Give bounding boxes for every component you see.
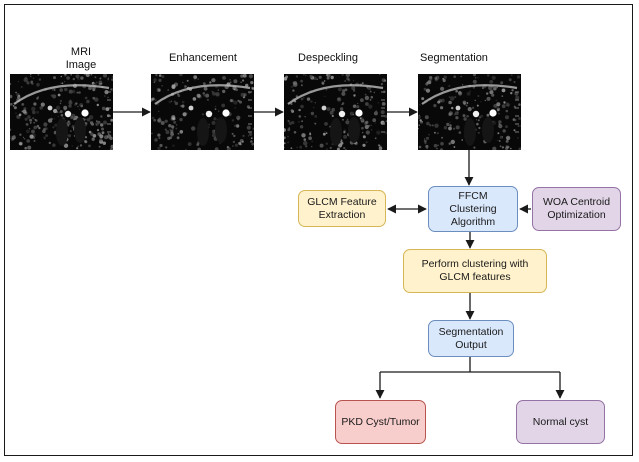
perform-clustering-box: Perform clustering with GLCM features — [403, 249, 547, 293]
mri-image — [10, 74, 113, 150]
diagram-frame — [4, 4, 633, 456]
pkd-cyst-tumor-box: PKD Cyst/Tumor — [335, 400, 426, 444]
enhanced-image — [151, 74, 254, 150]
glcm-feature-extraction-box: GLCM Feature Extraction — [298, 190, 386, 227]
woa-centroid-optimization-box: WOA Centroid Optimization — [532, 187, 621, 231]
stage-label-segmentation: Segmentation — [420, 52, 488, 64]
segmentation-output-box: Segmentation Output — [428, 320, 514, 357]
despeckled-image — [284, 74, 387, 150]
stage-label-despeckling: Despeckling — [298, 52, 358, 64]
ffcm-clustering-box: FFCM Clustering Algorithm — [428, 186, 518, 232]
segmented-image — [418, 74, 521, 150]
stage-label-enhancement: Enhancement — [169, 52, 237, 64]
normal-cyst-box: Normal cyst — [516, 400, 605, 444]
stage-label-mri: MRI Image — [65, 46, 97, 71]
